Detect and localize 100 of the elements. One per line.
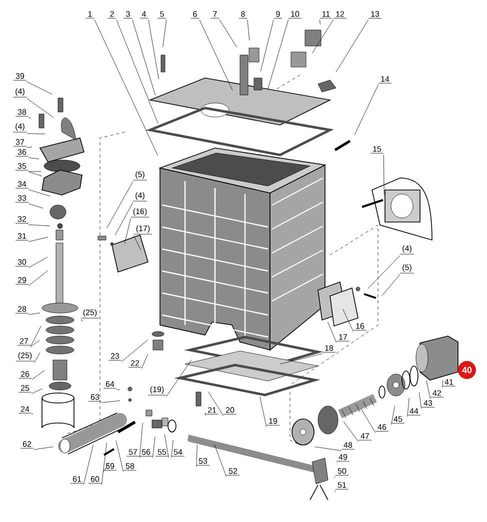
leader-line (260, 396, 267, 427)
leader-line (28, 203, 44, 208)
callout-number: 56 (139, 449, 153, 456)
callout-number: (25) (80, 309, 100, 318)
callout-number: 16 (353, 323, 367, 330)
callout-number: 46 (375, 424, 389, 432)
leader-line (80, 319, 84, 322)
callout-number: 47 (358, 433, 372, 440)
callout-number: 31 (15, 233, 29, 240)
callout-number: 49 (336, 454, 350, 462)
leader-line (133, 235, 141, 250)
leader-line (28, 256, 48, 268)
leader-line (268, 19, 289, 90)
callout-number: 21 (205, 407, 219, 414)
callout-number: 9 (274, 11, 282, 18)
callout-number: (4) (400, 245, 414, 254)
callout-number: 35 (15, 163, 29, 170)
leader-line (28, 236, 48, 242)
callout-number: 4 (140, 11, 148, 18)
callout-number: 7 (210, 11, 220, 18)
callout-number: 11 (320, 11, 332, 18)
leader-line (121, 340, 148, 362)
leader-line (30, 326, 42, 347)
callout-number: 20 (223, 407, 237, 414)
leader-line (28, 171, 42, 176)
callout-number: 59 (103, 463, 117, 470)
callout-number: (5) (132, 171, 148, 180)
callout-number: 51 (335, 482, 349, 490)
leader-line (124, 218, 131, 244)
leader-line (26, 133, 46, 134)
callout-number: 13 (368, 11, 382, 18)
leader-line (214, 444, 227, 477)
leader-line (34, 352, 40, 363)
callout-number: 53 (196, 458, 210, 466)
callout-number: 42 (430, 390, 444, 398)
callout-badge: 40 (458, 361, 476, 379)
leader-line (336, 19, 369, 72)
leader-line (205, 412, 206, 416)
leader-line (148, 19, 159, 80)
leader-line (319, 19, 320, 25)
callout-number: 6 (190, 11, 200, 18)
leader-line (382, 274, 400, 296)
callout-number: 3 (124, 11, 132, 18)
leader-line (116, 19, 158, 124)
callout-number: 43 (421, 400, 435, 408)
leader-line (28, 171, 42, 172)
callout-number: 45 (391, 416, 405, 424)
callout-number: 24 (18, 406, 32, 414)
callout-number: 38 (15, 109, 29, 116)
callout-number: 55 (155, 449, 169, 456)
callout-number: (25) (16, 352, 34, 362)
callout-number: 61 (70, 476, 84, 484)
leader-line (33, 446, 54, 450)
callout-number: 26 (18, 371, 32, 378)
callout-number: 1 (86, 11, 94, 18)
leader-line (342, 308, 354, 332)
callout-number: 30 (15, 259, 29, 266)
callout-number: 39 (13, 73, 27, 80)
leader-line (419, 392, 422, 409)
leader-line (26, 146, 32, 148)
leader-line (116, 389, 120, 390)
callout-number: 32 (15, 216, 29, 224)
leader-line (28, 117, 32, 119)
callout-number: 28 (15, 306, 29, 314)
leader-line (26, 81, 52, 94)
leader-line (247, 19, 250, 40)
callout-number: 48 (341, 442, 355, 450)
leader-line (101, 400, 120, 403)
leader-line (442, 380, 443, 388)
leader-line (354, 84, 379, 135)
callout-number: 41 (442, 379, 456, 386)
leader-line (208, 392, 224, 416)
callout-number: 50 (335, 468, 349, 476)
callout-number: 5 (158, 11, 166, 18)
leader-line (28, 224, 50, 226)
callout-number: 63 (88, 394, 102, 402)
callout-number: 37 (13, 139, 27, 146)
leader-line (28, 189, 50, 196)
leader-line (141, 354, 148, 369)
callout-number: 58 (123, 463, 137, 470)
leader-line (391, 406, 395, 425)
callout-number: 33 (15, 195, 29, 202)
callout-number: 18 (322, 345, 336, 352)
leader-line (28, 270, 48, 286)
callout-number: 64 (103, 381, 117, 388)
callout-number: 57 (126, 449, 140, 456)
callout-number: 19 (266, 418, 280, 426)
leader-line (361, 408, 376, 433)
leader-line (407, 398, 410, 417)
callout-number: 27 (17, 338, 31, 346)
leader-line (196, 444, 198, 467)
leader-line (106, 181, 134, 228)
callout-number: (17) (134, 225, 152, 234)
leader-line (31, 413, 34, 415)
leader-line (152, 436, 156, 458)
callout-number: (4) (12, 88, 28, 98)
callout-number: (4) (132, 192, 148, 202)
leader-line (83, 444, 94, 485)
callout-number: (4) (12, 123, 28, 132)
callout-number: 34 (15, 181, 29, 188)
